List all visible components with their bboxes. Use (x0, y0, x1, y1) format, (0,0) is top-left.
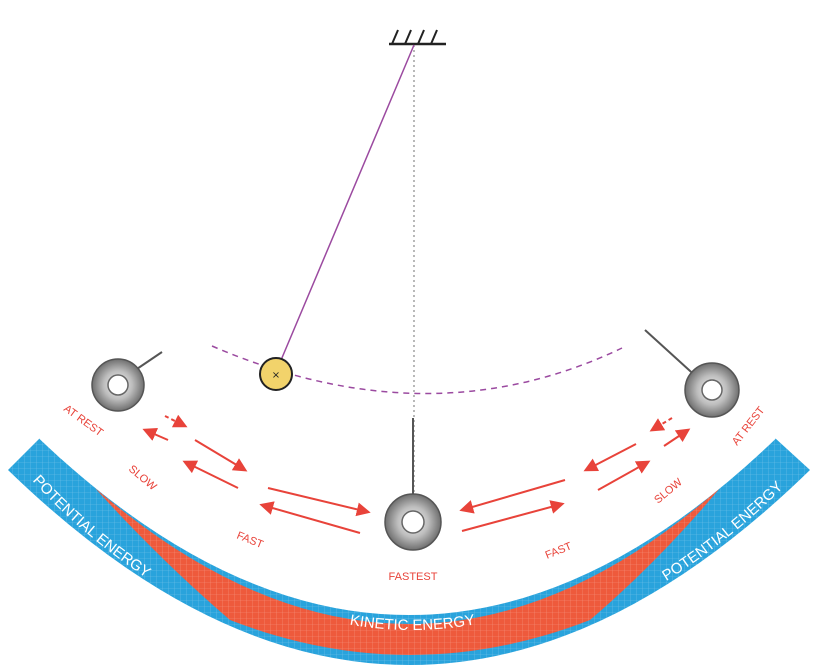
energy-bands (8, 437, 810, 665)
slow-left-label: SLOW (126, 463, 159, 493)
at-rest-left-label: AT REST (61, 403, 105, 440)
arrow-left-rest-in (142, 428, 169, 441)
center-bob-fastest (384, 418, 442, 551)
arrow-left-fast-in (259, 501, 361, 534)
motion-arrows (142, 414, 691, 534)
swing-arc (211, 345, 623, 395)
left-bob-at-rest (91, 351, 163, 412)
ceiling-support (389, 29, 446, 46)
arrow-right-slow-in (583, 443, 637, 472)
arrow-right-fast-out (461, 500, 565, 532)
arrow-left-slow-in (182, 460, 239, 489)
arrow-left-rest-out (164, 414, 188, 428)
kinetic-energy-label: KINETIC ENERGY (349, 611, 476, 634)
arrow-right-rest-out (663, 428, 691, 447)
arrow-left-fast-out (267, 487, 371, 517)
right-bob-at-rest (644, 329, 740, 418)
arrow-right-slow-out (597, 460, 651, 491)
arrow-right-rest-in (649, 417, 673, 432)
at-rest-right-label: AT REST (730, 404, 768, 447)
pendulum-string (275, 44, 415, 373)
kinetic-energy-wedge-grid (95, 488, 720, 655)
arrow-left-slow-out (194, 439, 248, 472)
fastest-label: FASTEST (389, 571, 438, 583)
svg-text:×: × (272, 370, 280, 381)
potential-energy-band-grid (8, 438, 810, 665)
arrow-right-fast-in (459, 479, 566, 514)
yellow-bob: × (259, 357, 293, 391)
